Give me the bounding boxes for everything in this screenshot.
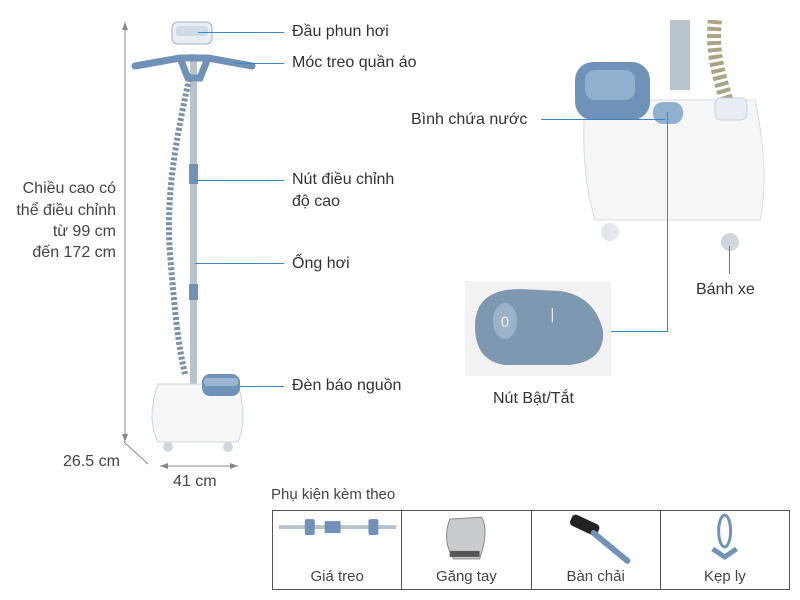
steamer-illustration (131, 21, 256, 452)
accessory-hanger-bar: Giá treo (273, 511, 403, 589)
accessories-table: Giá treo Găng tay Bàn chải Kẹp ly (272, 510, 790, 590)
svg-text:|: | (550, 307, 555, 323)
depth-dimension: 26.5 cm (63, 453, 120, 470)
accessory-label: Giá treo (310, 568, 364, 585)
label-ong-hoi: Ống hơi (292, 255, 350, 272)
label-binh-chua-nuoc: Bình chứa nước (411, 111, 528, 128)
dimension-lines (122, 22, 238, 469)
label-moc-treo: Móc treo quần áo (292, 54, 417, 71)
height-dimension-line4: đến 172 cm (32, 244, 116, 261)
height-dimension-line2: thể điều chỉnh (16, 202, 116, 219)
crease-clip-icon (711, 513, 738, 560)
label-den-bao: Đèn báo nguồn (292, 377, 402, 394)
accessory-label: Găng tay (435, 568, 497, 585)
accessories-title: Phụ kiện kèm theo (271, 486, 396, 503)
label-nut-dieu-chinh-1: Nút điều chỉnh (292, 171, 395, 188)
glove-icon (446, 516, 486, 560)
height-dimension-line3: từ 99 cm (52, 223, 116, 240)
accessory-label: Bàn chải (566, 568, 625, 585)
label-nut-bat-tat: Nút Bật/Tắt (493, 390, 574, 407)
label-nut-dieu-chinh-2: độ cao (292, 193, 341, 210)
hanger-bar-icon (278, 519, 397, 536)
power-button-closeup: 0 | (465, 281, 611, 376)
accessory-glove: Găng tay (402, 511, 532, 589)
accessory-label: Kẹp ly (704, 568, 746, 585)
label-banh-xe: Bánh xe (696, 281, 755, 298)
base-closeup-illustration (575, 20, 765, 251)
height-dimension-line1: Chiều cao có (22, 180, 116, 197)
label-dau-phun-hoi: Đầu phun hơi (292, 23, 389, 40)
svg-text:0: 0 (501, 315, 510, 331)
brush-icon (569, 514, 630, 564)
accessory-clip: Kẹp ly (661, 511, 789, 589)
width-dimension: 41 cm (173, 473, 217, 490)
accessory-brush: Bàn chải (532, 511, 661, 589)
